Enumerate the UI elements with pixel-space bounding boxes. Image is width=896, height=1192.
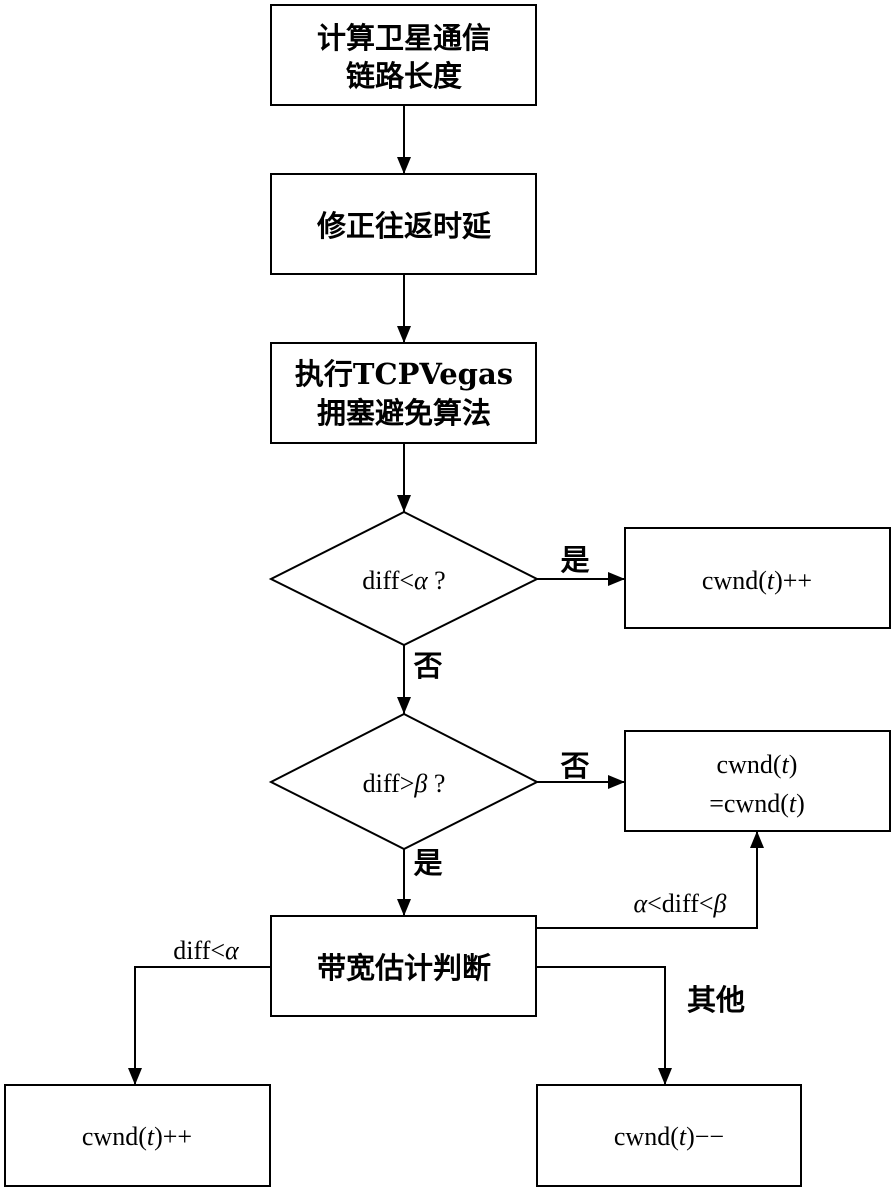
cwnd-keep-line2-a: =cwnd( <box>709 789 789 818</box>
node-cwnd-keep: cwnd(t) =cwnd(t) <box>624 730 891 832</box>
edge-label-beta-yes: 是 <box>413 846 442 880</box>
edge-other <box>536 966 672 1085</box>
node-vegas-line2: 拥塞避免算法 <box>317 396 491 430</box>
cwnd-inc-left-a: cwnd( <box>82 1122 147 1151</box>
edge-label-alpha-no: 否 <box>413 649 442 683</box>
between-beta: β <box>713 889 727 918</box>
edge-label-less: diff<α <box>173 936 240 965</box>
node-bandwidth: 带宽估计判断 <box>270 915 537 1017</box>
cwnd-dec-a: cwnd( <box>614 1122 679 1151</box>
edge-label-between: α<diff<β <box>633 889 726 918</box>
node-vegas-line1: 执行TCPVegas <box>295 357 513 391</box>
cwnd-inc-right-c: )++ <box>774 566 812 595</box>
cwnd-dec-t: t <box>679 1122 687 1151</box>
node-cwnd-inc-right-label: cwnd(t)++ <box>702 566 812 595</box>
node-correct-rtt: 修正往返时延 <box>270 173 537 275</box>
node-bandwidth-label: 带宽估计判断 <box>317 951 491 985</box>
node-compute-link-line1: 计算卫星通信 <box>317 21 491 55</box>
decision-alpha-label: diff<α ? <box>362 566 445 595</box>
decision-alpha-symbol: α <box>414 566 429 595</box>
node-cwnd-inc-left: cwnd(t)++ <box>4 1084 271 1187</box>
node-cwnd-inc-left-label: cwnd(t)++ <box>82 1122 192 1151</box>
cwnd-keep-line2-c: ) <box>796 789 805 818</box>
node-compute-link-line2: 链路长度 <box>346 59 462 93</box>
decision-beta-label: diff>β ? <box>363 769 446 798</box>
edge-between <box>536 831 764 929</box>
decision-alpha: diff<α ? <box>268 510 540 647</box>
decision-beta-text: diff> <box>363 769 415 798</box>
cwnd-keep-line1-c: ) <box>789 750 798 779</box>
between-diff: <diff< <box>647 889 713 918</box>
cwnd-keep-line1-a: cwnd( <box>717 750 782 779</box>
cwnd-inc-right-a: cwnd( <box>702 566 767 595</box>
decision-alpha-question: ? <box>428 566 446 595</box>
node-cwnd-dec: cwnd(t)−− <box>536 1084 802 1187</box>
node-cwnd-keep-line1: cwnd(t) <box>717 750 798 779</box>
decision-beta: diff>β ? <box>268 712 540 851</box>
edge-label-beta-no: 否 <box>560 749 589 783</box>
edge-label-other: 其他 <box>687 983 745 1017</box>
cwnd-inc-left-t: t <box>147 1122 155 1151</box>
cwnd-keep-line1-t: t <box>782 750 790 779</box>
node-compute-link: 计算卫星通信 链路长度 <box>270 4 537 106</box>
cwnd-dec-c: )−− <box>686 1122 724 1151</box>
between-alpha: α <box>633 889 648 918</box>
less-alpha: α <box>225 936 240 965</box>
edge-label-alpha-yes: 是 <box>560 543 589 577</box>
decision-alpha-text: diff< <box>362 566 414 595</box>
node-cwnd-inc-right: cwnd(t)++ <box>624 527 891 629</box>
less-diff: diff< <box>173 936 225 965</box>
decision-beta-symbol: β <box>413 769 427 798</box>
cwnd-keep-line2-t: t <box>789 789 797 818</box>
cwnd-inc-left-c: )++ <box>154 1122 192 1151</box>
node-cwnd-keep-line2: =cwnd(t) <box>709 789 805 818</box>
node-correct-rtt-label: 修正往返时延 <box>316 209 492 243</box>
node-vegas: 执行TCPVegas 拥塞避免算法 <box>270 342 537 444</box>
cwnd-inc-right-t: t <box>767 566 775 595</box>
edge-less <box>128 966 271 1085</box>
decision-beta-question: ? <box>427 769 445 798</box>
node-cwnd-dec-label: cwnd(t)−− <box>614 1122 724 1151</box>
